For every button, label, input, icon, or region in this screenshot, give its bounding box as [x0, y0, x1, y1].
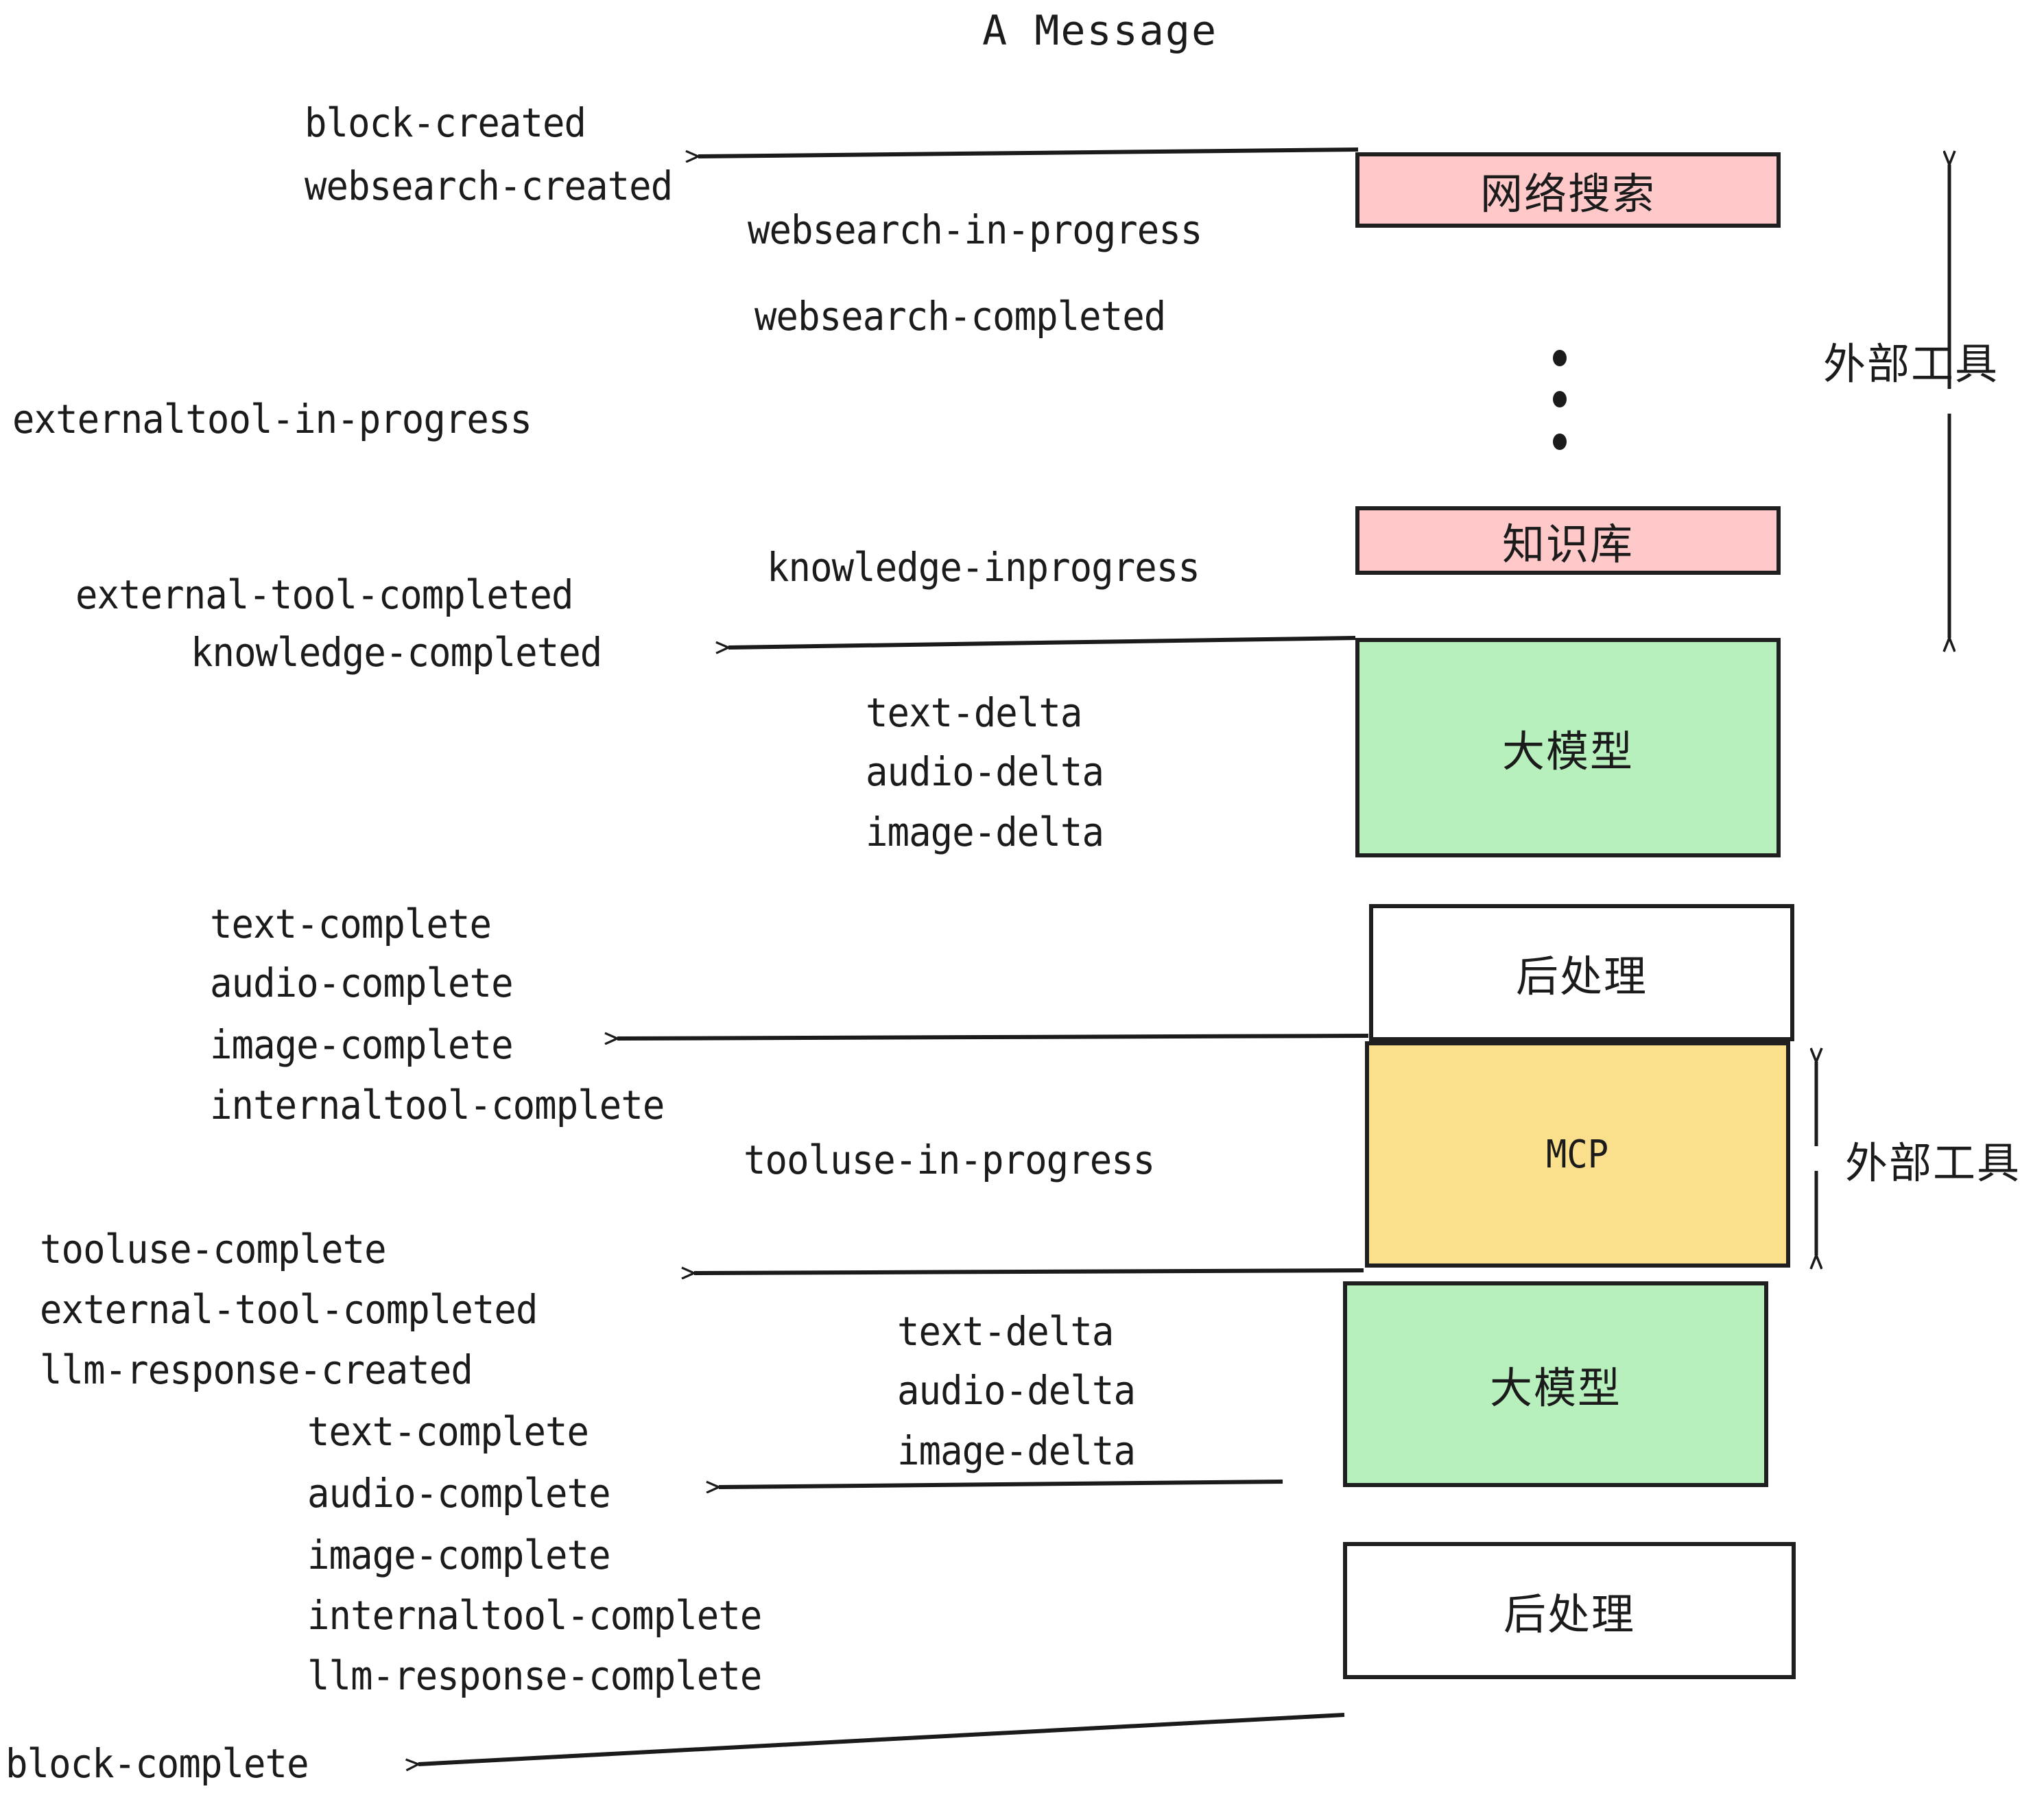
diagram-title: A Message: [982, 7, 1218, 55]
event-label-image-delta-1: image-delta: [866, 809, 1104, 855]
event-label-internaltool-complete-1: internaltool-complete: [210, 1082, 665, 1128]
node-label: 大模型: [1501, 726, 1634, 776]
node-label: 网络搜索: [1479, 169, 1656, 219]
event-label-text-delta-2: text-delta: [897, 1308, 1114, 1355]
arrow-postproc2-out: [418, 1713, 1345, 1764]
arrow-knowledge-out: [728, 636, 1356, 648]
event-label-image-complete-2: image-complete: [307, 1532, 611, 1578]
event-label-block-created: block-created: [305, 99, 586, 146]
node-postproc-2: 后处理: [1343, 1542, 1796, 1679]
event-label-audio-complete-2: audio-complete: [307, 1470, 611, 1517]
event-label-image-complete-1: image-complete: [210, 1021, 514, 1068]
node-llm-1: 大模型: [1355, 638, 1781, 857]
node-knowledge: 知识库: [1355, 506, 1781, 575]
event-label-text-delta-1: text-delta: [866, 689, 1082, 736]
node-label: 知识库: [1501, 519, 1634, 569]
event-label-external-tool-completed-1: external-tool-completed: [75, 571, 573, 618]
event-label-image-delta-2: image-delta: [897, 1427, 1136, 1474]
event-label-tooluse-in-progress: tooluse-in-progress: [744, 1137, 1155, 1183]
event-label-internaltool-complete-2: internaltool-complete: [307, 1592, 762, 1639]
event-label-audio-complete-1: audio-complete: [210, 960, 514, 1006]
event-label-llm-response-complete: llm-response-complete: [307, 1652, 762, 1699]
ellipsis-dot-icon: [1553, 391, 1567, 407]
node-llm-2: 大模型: [1343, 1281, 1768, 1487]
event-label-block-complete: block-complete: [5, 1740, 309, 1787]
node-label: 大模型: [1489, 1363, 1621, 1413]
event-label-websearch-in-progress: websearch-in-progress: [748, 206, 1202, 253]
side-label-external-tools-top: 外部工具: [1823, 339, 1999, 389]
event-label-tooluse-complete: tooluse-complete: [40, 1226, 387, 1272]
node-postproc-1: 后处理: [1369, 904, 1794, 1041]
event-label-audio-delta-2: audio-delta: [897, 1367, 1136, 1414]
event-label-websearch-created: websearch-created: [305, 163, 673, 209]
ellipsis-dot-icon: [1553, 350, 1567, 366]
node-label: MCP: [1546, 1132, 1609, 1177]
side-label-external-tools-bottom: 外部工具: [1845, 1138, 2021, 1188]
arrow-websearch-out: [698, 147, 1359, 156]
arrow-llm2-out: [719, 1480, 1283, 1487]
event-label-text-complete-2: text-complete: [307, 1408, 589, 1455]
node-label: 后处理: [1503, 1589, 1635, 1639]
event-label-external-tool-completed-2: external-tool-completed: [40, 1286, 538, 1333]
event-label-knowledge-inprogress: knowledge-inprogress: [767, 544, 1200, 591]
event-label-websearch-completed: websearch-completed: [754, 293, 1166, 340]
event-label-text-complete-1: text-complete: [210, 901, 492, 947]
arrow-postproc1-out: [617, 1036, 1369, 1039]
arrow-mcp-out: [694, 1270, 1364, 1273]
node-label: 后处理: [1515, 951, 1648, 1001]
event-label-audio-delta-1: audio-delta: [866, 748, 1104, 795]
node-mcp: MCP: [1365, 1041, 1790, 1268]
event-label-externaltool-in-progress: externaltool-in-progress: [12, 396, 532, 442]
event-label-knowledge-completed: knowledge-completed: [191, 629, 602, 676]
event-label-llm-response-created: llm-response-created: [40, 1346, 473, 1393]
ellipsis-dot-icon: [1553, 434, 1567, 450]
node-websearch: 网络搜索: [1355, 152, 1781, 228]
